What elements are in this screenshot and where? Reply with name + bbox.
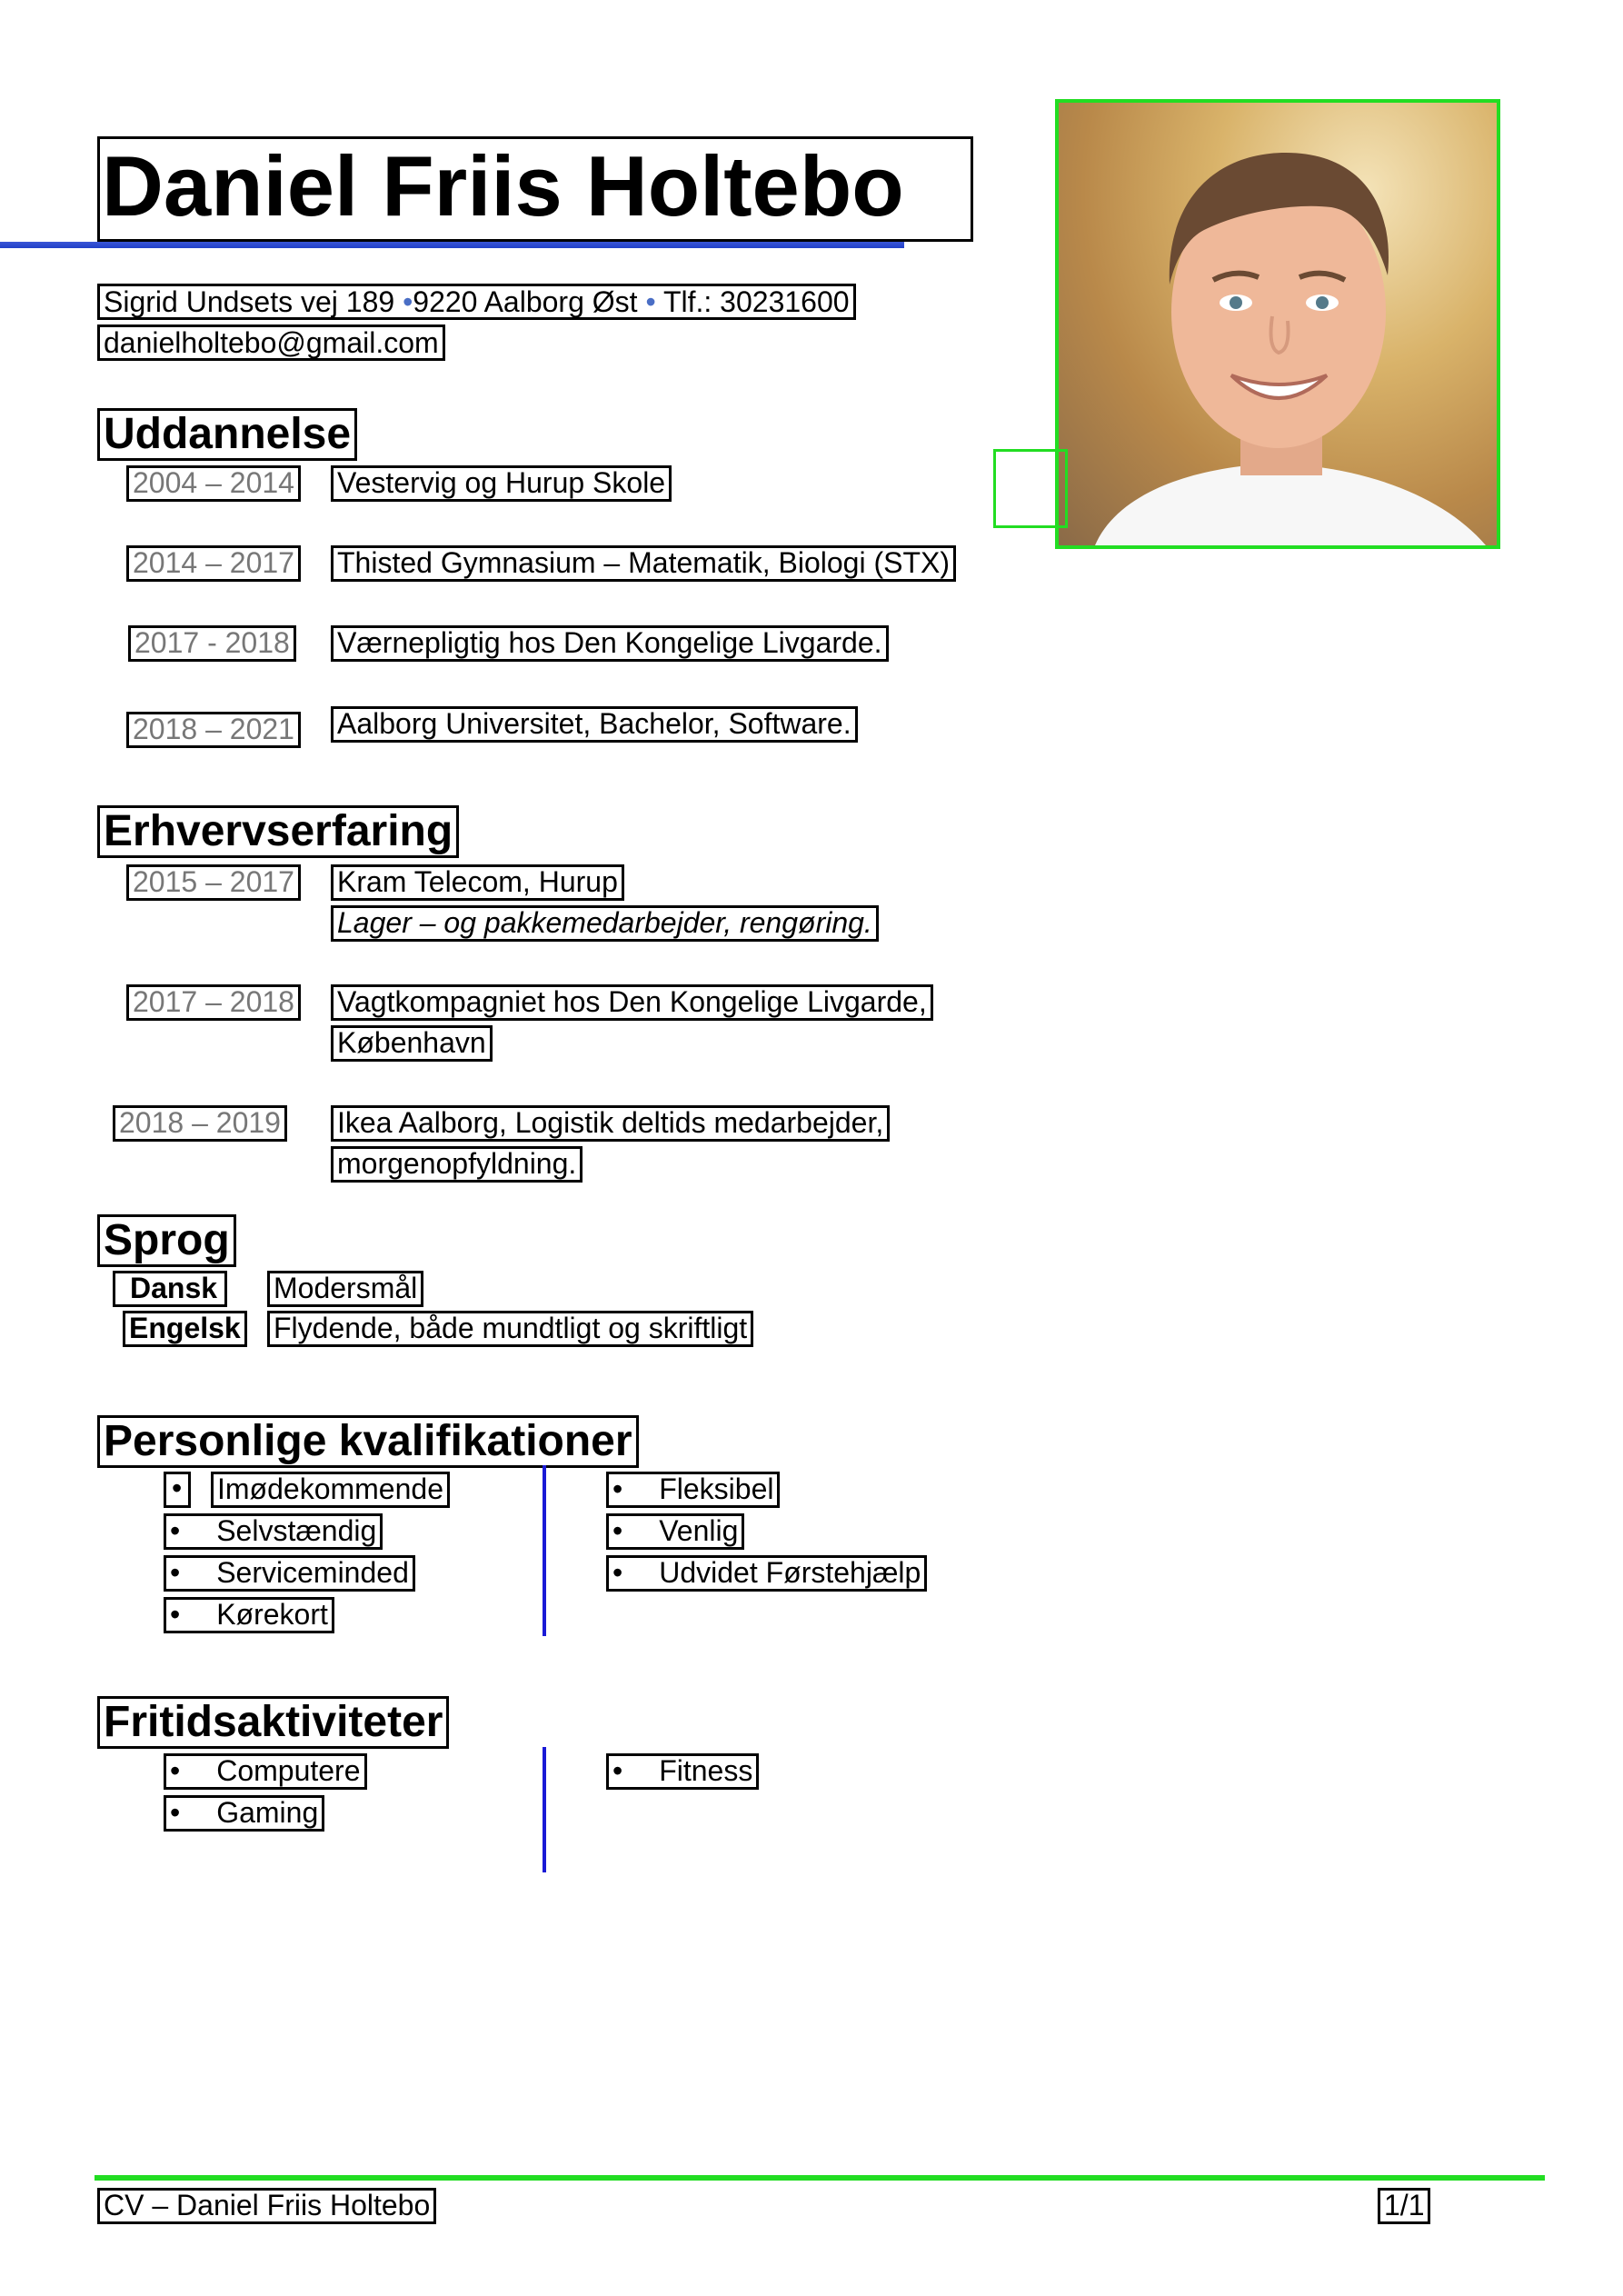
hobby-item: • Computere	[164, 1753, 367, 1790]
qualification-label: Serviceminded	[216, 1556, 409, 1589]
address: Sigrid Undsets vej 189	[104, 285, 395, 318]
qualification-item: • Kørekort	[164, 1597, 334, 1633]
language-name: Engelsk	[123, 1311, 247, 1347]
qualification-item: Imødekommende	[211, 1472, 450, 1508]
column-divider	[543, 1465, 546, 1636]
bullet-icon: •	[170, 1556, 181, 1589]
bullet-icon: •	[164, 1472, 191, 1508]
experience-role: morgenopfyldning.	[331, 1146, 583, 1183]
hobby-item: • Fitness	[606, 1753, 760, 1790]
education-years: 2018 – 2021	[126, 712, 301, 748]
page-number: 1/1	[1378, 2188, 1431, 2224]
footer-title: CV – Daniel Friis Holtebo	[97, 2188, 437, 2224]
qualification-item: • Venlig	[606, 1513, 745, 1550]
profile-photo	[1055, 99, 1500, 549]
education-years: 2017 - 2018	[128, 625, 296, 662]
bullet-icon: •	[612, 1754, 623, 1787]
experience-role: Lager – og pakkemedarbejder, rengøring.	[331, 905, 879, 942]
qualification-item: • Selvstændig	[164, 1513, 383, 1550]
education-heading: Uddannelse	[97, 408, 358, 461]
person-portrait-icon	[1095, 153, 1486, 545]
bullet-icon: •	[612, 1556, 623, 1589]
cv-name: Daniel Friis Holtebo	[97, 136, 973, 242]
hobby-item: • Gaming	[164, 1795, 325, 1832]
contact-line: Sigrid Undsets vej 189 •9220 Aalborg Øst…	[97, 284, 856, 320]
experience-years: 2017 – 2018	[126, 984, 301, 1021]
qualification-label: Venlig	[659, 1514, 739, 1547]
qualifications-heading: Personlige kvalifikationer	[97, 1415, 639, 1468]
experience-employer: Kram Telecom, Hurup	[331, 864, 624, 901]
qualification-label: Udvidet Førstehjælp	[659, 1556, 921, 1589]
qualification-label: Fleksibel	[659, 1472, 774, 1505]
experience-employer: Vagtkompagniet hos Den Kongelige Livgard…	[331, 984, 933, 1021]
education-item: Vestervig og Hurup Skole	[331, 465, 672, 502]
hobby-label: Computere	[216, 1754, 361, 1787]
separator-dot-icon: •	[645, 285, 656, 318]
experience-role: København	[331, 1025, 493, 1062]
bullet-icon: •	[170, 1754, 181, 1787]
bullet-icon: •	[170, 1598, 181, 1631]
bullet-icon: •	[170, 1514, 181, 1547]
footer-rule	[95, 2175, 1545, 2181]
header-rule	[0, 242, 904, 248]
qualification-item: • Udvidet Førstehjælp	[606, 1555, 928, 1592]
photo-anchor-marker	[993, 449, 1068, 528]
column-divider	[543, 1747, 546, 1872]
experience-employer: Ikea Aalborg, Logistik deltids medarbejd…	[331, 1105, 891, 1142]
bullet-icon: •	[170, 1796, 181, 1829]
experience-heading: Erhvervserfaring	[97, 805, 460, 858]
bullet-icon: •	[612, 1472, 623, 1505]
language-level: Flydende, både mundtligt og skriftligt	[267, 1311, 754, 1347]
education-item: Aalborg Universitet, Bachelor, Software.	[331, 706, 858, 743]
hobby-label: Gaming	[216, 1796, 319, 1829]
education-years: 2014 – 2017	[126, 545, 301, 582]
hobby-label: Fitness	[659, 1754, 753, 1787]
qualification-label: Kørekort	[216, 1598, 328, 1631]
qualification-item: • Fleksibel	[606, 1472, 781, 1508]
hobbies-heading: Fritidsaktiviteter	[97, 1696, 450, 1749]
experience-years: 2018 – 2019	[113, 1105, 287, 1142]
education-item: Værnepligtig hos Den Kongelige Livgarde.	[331, 625, 889, 662]
languages-heading: Sprog	[97, 1214, 236, 1267]
education-years: 2004 – 2014	[126, 465, 301, 502]
language-level: Modersmål	[267, 1271, 424, 1307]
language-name: Dansk	[113, 1271, 228, 1307]
city: 9220 Aalborg Øst	[413, 285, 638, 318]
separator-dot-icon: •	[403, 285, 413, 318]
phone: Tlf.: 30231600	[662, 285, 850, 318]
experience-years: 2015 – 2017	[126, 864, 301, 901]
qualification-item: • Serviceminded	[164, 1555, 415, 1592]
education-item: Thisted Gymnasium – Matematik, Biologi (…	[331, 545, 956, 582]
bullet-icon: •	[612, 1514, 623, 1547]
email: danielholtebo@gmail.com	[97, 324, 445, 361]
qualification-label: Selvstændig	[216, 1514, 377, 1547]
